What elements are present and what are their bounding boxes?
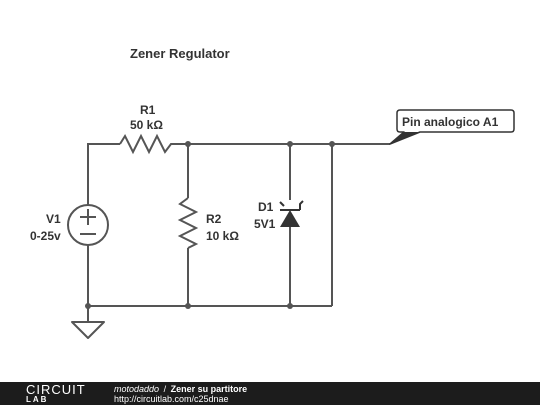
schematic-title: Zener Regulator [130, 46, 230, 61]
resistor-r2: R2 10 kΩ [177, 197, 239, 249]
net-label-text: Pin analogico A1 [402, 115, 499, 129]
footer-separator: / [163, 384, 167, 394]
footer-info: motodaddo / Zener su partitore http://ci… [114, 384, 247, 404]
d1-ref: D1 [258, 200, 274, 214]
r1-ref: R1 [140, 103, 156, 117]
d1-value: 5V1 [254, 217, 276, 231]
footer-project-title[interactable]: Zener su partitore [170, 384, 248, 394]
v1-ref: V1 [46, 212, 61, 226]
ground-icon [71, 321, 105, 339]
circuitlab-logo: CIRCUIT LAB [26, 382, 86, 404]
r2-value: 10 kΩ [206, 229, 239, 243]
zener-diode-d1: D1 5V1 [254, 200, 304, 231]
footer-bar: CIRCUIT LAB motodaddo / Zener su partito… [0, 382, 540, 405]
r2-ref: R2 [206, 212, 222, 226]
wires [87, 143, 390, 322]
r1-value: 50 kΩ [130, 118, 163, 132]
footer-author[interactable]: motodaddo [114, 384, 160, 394]
junction-dots [85, 141, 335, 309]
voltage-source-v1: V1 0-25v [30, 204, 109, 246]
resistor-r1: R1 50 kΩ [119, 103, 176, 155]
footer-url-link[interactable]: http://circuitlab.com/c25dnae [114, 394, 229, 404]
v1-value: 0-25v [30, 229, 61, 243]
schematic-canvas: Zener Regulator R1 50 kΩ R2 10 kΩ [30, 46, 515, 339]
net-label-flag: Pin analogico A1 [389, 109, 515, 145]
